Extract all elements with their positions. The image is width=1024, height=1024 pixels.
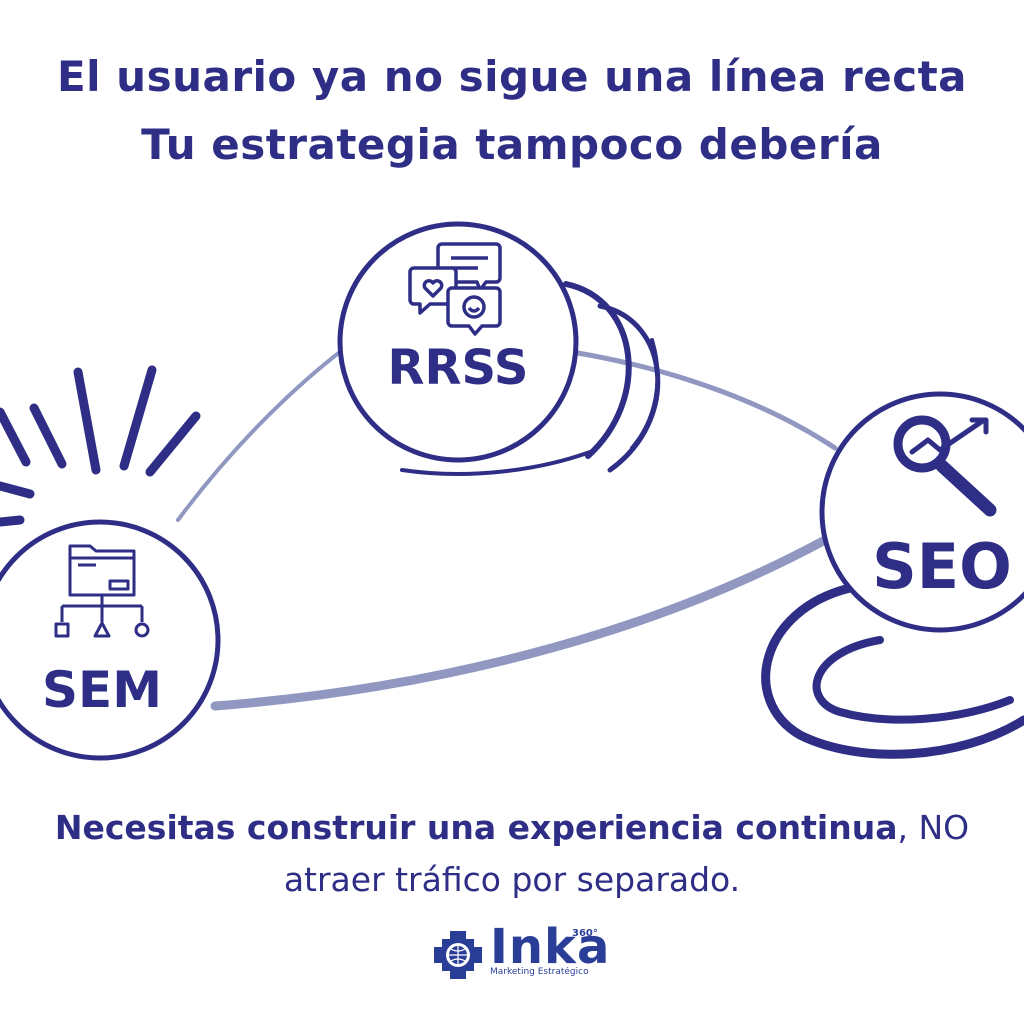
- connectors: [176, 346, 838, 711]
- inka-logo-icon: [434, 931, 482, 979]
- headline-line-2: Tu estrategia tampoco debería: [141, 120, 883, 169]
- seo-label: SEO: [872, 530, 1012, 603]
- chat-bubbles-icon: [408, 242, 502, 336]
- rrss-node: RRSS: [337, 221, 579, 463]
- logo-superscript: 360°: [572, 928, 598, 939]
- sem-label: SEM: [42, 661, 162, 719]
- tagline-rest: , NO: [897, 808, 970, 847]
- channel-diagram: RRSS SEO SEM: [0, 221, 1024, 761]
- connector-sem-seo: [210, 535, 830, 711]
- rrss-label: RRSS: [388, 340, 529, 396]
- logo-subtitle: Marketing Estratégico: [490, 967, 589, 977]
- headline-line-1: El usuario ya no sigue una línea recta: [56, 52, 968, 101]
- seo-swoosh: [761, 583, 1024, 759]
- brand-logo: Inka 360° Marketing Estratégico: [432, 919, 609, 985]
- tagline-emphasis: Necesitas construir una experiencia cont…: [54, 808, 898, 847]
- logo-wordmark: Inka: [490, 919, 611, 975]
- folder-sitemap-icon: [54, 544, 150, 638]
- sparkle-rays: [0, 365, 201, 527]
- connector-sem-rrss: [176, 346, 347, 522]
- magnifier-growth-icon: [893, 415, 997, 517]
- rrss-swoosh: [400, 281, 661, 476]
- seo-node: SEO: [819, 391, 1024, 633]
- tagline-line-2: atraer tráfico por separado.: [283, 860, 741, 899]
- tagline-line-1: Necesitas construir una experiencia cont…: [0, 802, 1024, 854]
- sem-node: SEM: [0, 519, 221, 761]
- connector-rrss-seo: [569, 349, 838, 451]
